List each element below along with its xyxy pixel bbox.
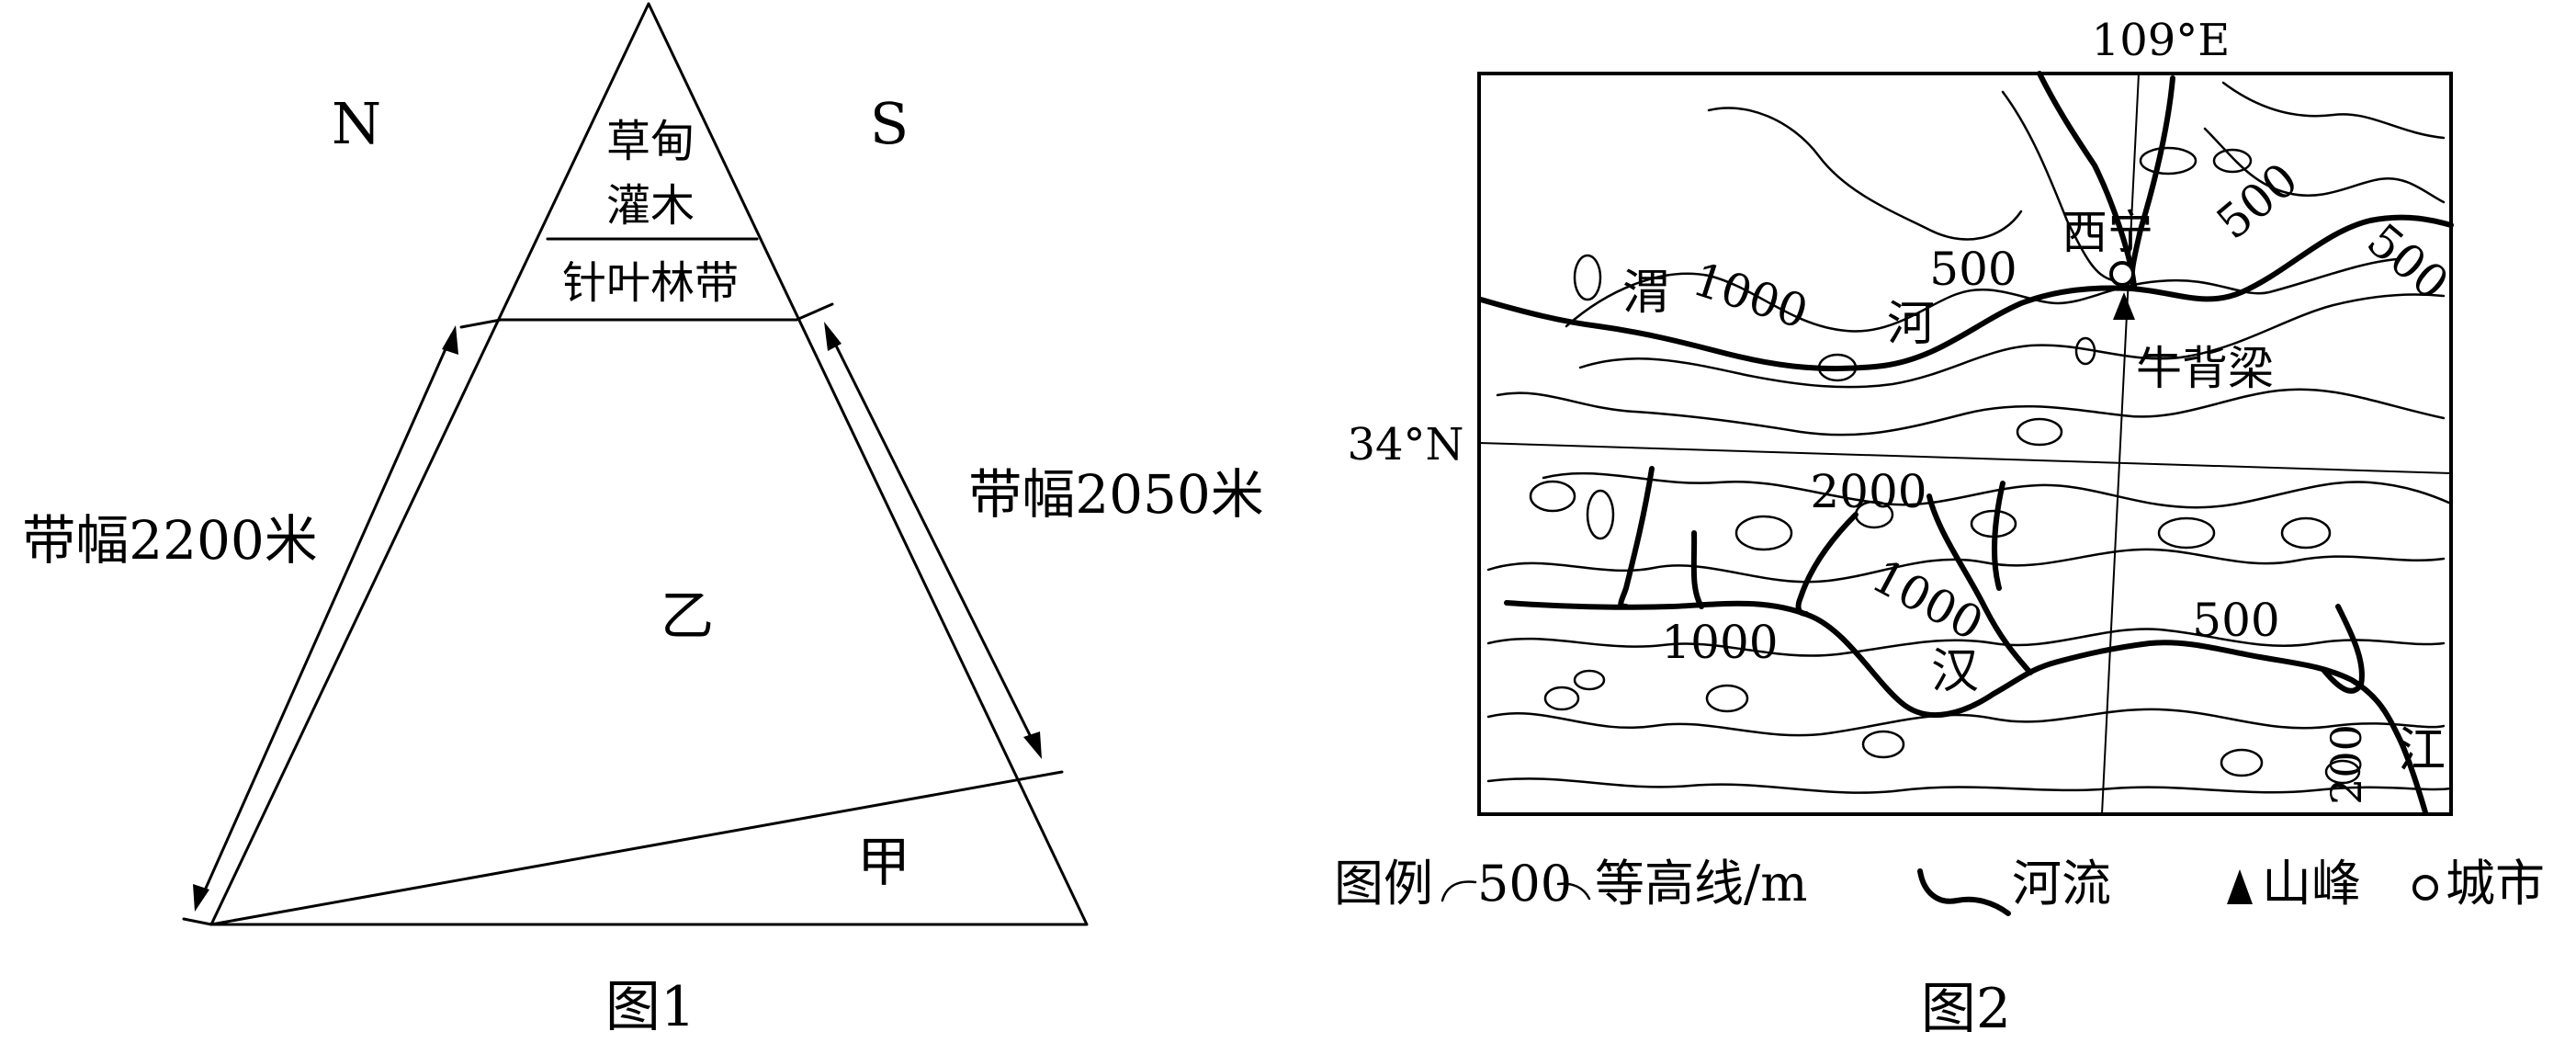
north-label: N	[332, 90, 381, 157]
zone-jia-label: 甲	[857, 831, 910, 893]
contour-500-south	[1486, 708, 2446, 737]
contour-label-500-ne: 500	[2207, 153, 2308, 250]
river-han-trib-5	[1992, 481, 2005, 591]
legend-title: 图例	[1334, 855, 1433, 913]
tick-north-top	[459, 318, 503, 329]
legend-city-label: 城市	[2446, 855, 2545, 913]
river-han	[1504, 600, 2401, 738]
river-wei-trib-north	[2037, 71, 2137, 289]
river-he-char-label: 河	[1887, 297, 1935, 352]
river-jiang	[2395, 732, 2428, 815]
latitude-34N-line	[1478, 442, 2452, 474]
contour-1000-north	[1578, 293, 2446, 389]
map-frame	[1477, 72, 2453, 816]
contour-label-2000: 2000	[1810, 465, 1926, 518]
legend-peak-symbol	[2227, 869, 2253, 904]
contour-2000-south	[1542, 471, 2453, 509]
river-han-char-label: 汉	[1931, 644, 1979, 699]
contour-label-1000-mid: 1000	[1863, 550, 1992, 652]
map-legend: 图例 500 等高线/m 河流 山峰 城市	[1334, 855, 2545, 916]
legend-contour-right-hook	[1556, 882, 1591, 901]
peak-niubeiliang-label: 牛背梁	[2136, 342, 2274, 395]
contour-200-south	[1486, 777, 2453, 794]
contour-ne-3	[2221, 81, 2446, 140]
river-wei	[1478, 214, 2454, 372]
legend-contour-left-hook	[1441, 880, 1477, 902]
zone-top-line1: 草甸	[606, 116, 695, 167]
legend-city-symbol	[2412, 875, 2438, 901]
mountain-triangle	[209, 2, 1089, 926]
figure-1: N S 草甸 灌木 针叶林带 乙 甲 带幅2200米 带幅2050米 图1	[22, 2, 1264, 1039]
river-jiang-char-label: 江	[2398, 723, 2446, 778]
longitude-label: 109°E	[2092, 15, 2231, 66]
legend-river-label: 河流	[2012, 855, 2111, 913]
river-han-trib-3	[1795, 512, 1859, 617]
zone-yi-label: 乙	[661, 584, 714, 647]
contour-label-1000-wei: 1000	[1687, 253, 1814, 339]
zone-boundary-jia	[209, 770, 1064, 926]
contour-valley-ne	[2001, 90, 2115, 282]
south-label: S	[870, 90, 909, 157]
figure2-caption: 图2	[1921, 977, 2011, 1041]
south-width-label: 带幅2050米	[968, 463, 1264, 526]
legend-contour-value: 500	[1477, 855, 1572, 913]
city-xining-marker	[2109, 261, 2135, 287]
river-han-trib-4	[1926, 493, 2033, 675]
tick-south-top	[795, 302, 834, 322]
north-width-arrow	[193, 325, 458, 912]
figure1-caption: 图1	[605, 975, 695, 1039]
contour-500-north	[1565, 257, 2400, 333]
legend-peak-label: 山峰	[2262, 855, 2361, 913]
zone-conifer-label: 针叶林带	[562, 257, 739, 309]
latitude-label: 34°N	[1347, 419, 1463, 470]
contour-wei-north	[1707, 107, 2023, 241]
figure-2: 109°E 34°N 西宁 牛背梁 渭 河 汉 江 1000 500 500 5…	[1334, 15, 2545, 1041]
river-wei-char-label: 渭	[1622, 266, 1670, 321]
zone-top-line2: 灌木	[606, 180, 695, 232]
contour-islands	[1529, 146, 2361, 785]
contour-1000-south	[1486, 628, 2446, 657]
peak-niubeiliang-marker	[2113, 292, 2135, 320]
contour-1500-south	[1486, 548, 2446, 584]
legend-contour-label: 等高线/m	[1595, 855, 1807, 913]
contour-label-500-han: 500	[2192, 594, 2279, 647]
tick-north-bottom	[182, 917, 213, 926]
contour-label-500-wei: 500	[1929, 243, 2017, 296]
river-han-trib-2	[1690, 530, 1704, 609]
river-han-trib-1	[1618, 466, 1655, 609]
contour-label-200: 200	[2322, 724, 2371, 805]
north-width-label: 带幅2200米	[22, 509, 318, 572]
contour-1500-north	[1496, 388, 2446, 436]
rivers	[1478, 71, 2454, 815]
city-xining-label: 西宁	[2062, 206, 2153, 259]
contour-lines	[1486, 81, 2453, 794]
river-han-trib-6	[2322, 604, 2365, 694]
contour-label-1000-sw: 1000	[1661, 616, 1778, 669]
south-width-arrow	[824, 322, 1042, 759]
longitude-109E-line	[2101, 73, 2140, 815]
legend-river-symbol	[1917, 868, 2011, 916]
contour-ne-2	[2203, 127, 2446, 204]
